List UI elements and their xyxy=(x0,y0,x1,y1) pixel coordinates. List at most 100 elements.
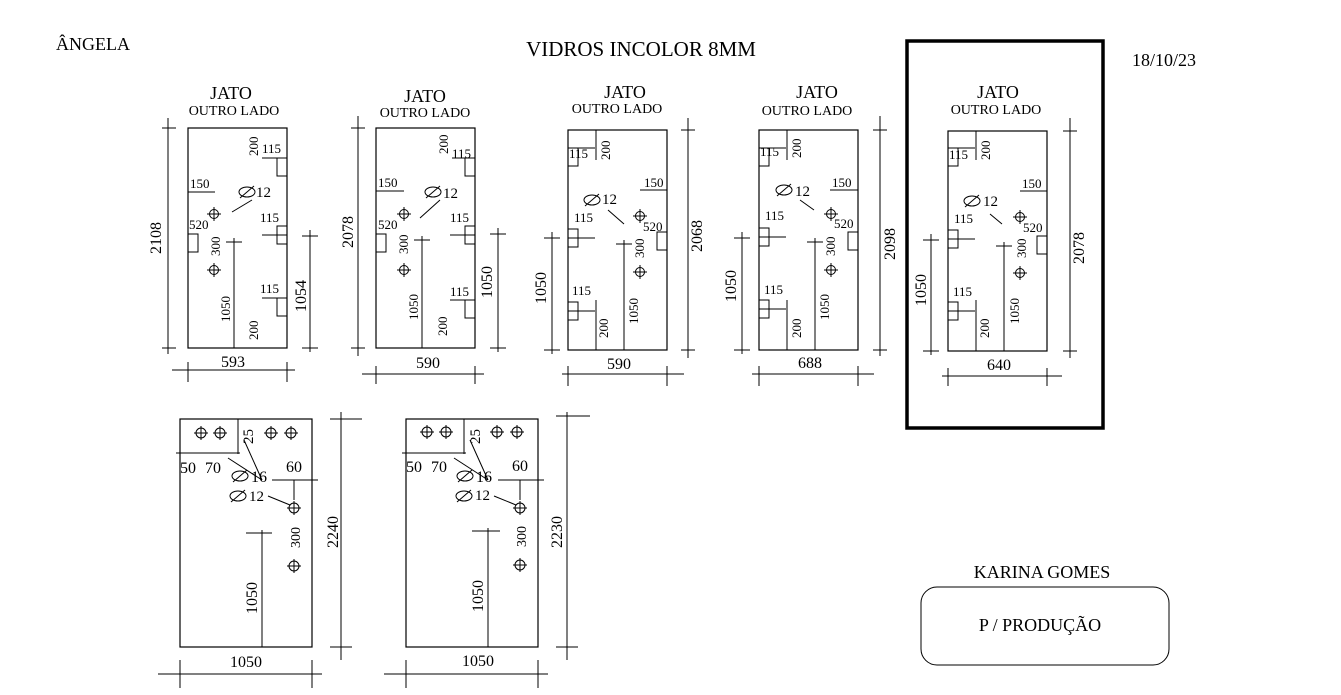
svg-text:70: 70 xyxy=(431,459,447,476)
svg-text:520: 520 xyxy=(1023,220,1043,235)
outro-lado-label: OUTRO LADO xyxy=(189,104,280,119)
height-dim: 2240 xyxy=(325,516,342,548)
svg-text:70: 70 xyxy=(205,460,221,477)
production-box xyxy=(920,586,1170,666)
svg-text:115: 115 xyxy=(949,147,968,162)
svg-text:115: 115 xyxy=(452,146,471,161)
highlight-frame xyxy=(905,39,1105,430)
svg-text:115: 115 xyxy=(569,146,588,161)
svg-text:12: 12 xyxy=(602,192,617,208)
side-dim: 1050 xyxy=(533,272,550,304)
panel-outline xyxy=(179,418,313,648)
svg-text:115: 115 xyxy=(764,282,783,297)
height-dim: 2068 xyxy=(689,220,706,252)
svg-text:60: 60 xyxy=(512,458,528,475)
width-dim: 1050 xyxy=(230,654,262,671)
svg-text:300: 300 xyxy=(396,235,411,255)
svg-text:520: 520 xyxy=(189,217,209,232)
jato-label: JATO xyxy=(796,82,838,102)
svg-text:16: 16 xyxy=(251,469,267,486)
svg-text:200: 200 xyxy=(977,319,992,339)
svg-text:115: 115 xyxy=(262,141,281,156)
svg-text:1050: 1050 xyxy=(1007,298,1022,324)
height-dim: 2230 xyxy=(549,516,566,548)
svg-text:1050: 1050 xyxy=(470,580,487,612)
side-dim: 1050 xyxy=(723,270,740,302)
svg-text:200: 200 xyxy=(789,139,804,159)
svg-text:300: 300 xyxy=(632,239,647,259)
svg-text:1050: 1050 xyxy=(626,298,641,324)
glass-panel-3: JATO OUTRO LADO 2068 590 1050 115 200 11… xyxy=(533,82,706,386)
svg-text:115: 115 xyxy=(450,284,469,299)
svg-text:1050: 1050 xyxy=(817,294,832,320)
side-dim: 1050 xyxy=(479,266,496,298)
svg-text:520: 520 xyxy=(378,217,398,232)
outro-lado-label: OUTRO LADO xyxy=(762,104,853,119)
panel-outline xyxy=(758,129,859,351)
production-label: P / PRODUÇÃO xyxy=(979,614,1101,635)
svg-text:115: 115 xyxy=(760,144,779,159)
height-dim: 2078 xyxy=(1071,232,1088,264)
jato-label: JATO xyxy=(210,83,252,103)
panel-outline xyxy=(187,127,288,349)
width-dim: 688 xyxy=(798,355,822,372)
svg-text:150: 150 xyxy=(1022,176,1042,191)
svg-text:1050: 1050 xyxy=(406,294,421,320)
svg-text:50: 50 xyxy=(406,459,422,476)
svg-text:25: 25 xyxy=(468,429,484,444)
svg-text:115: 115 xyxy=(954,211,973,226)
panel-outline xyxy=(947,130,1048,352)
svg-text:12: 12 xyxy=(249,489,264,505)
svg-text:1050: 1050 xyxy=(244,582,261,614)
svg-text:300: 300 xyxy=(208,237,223,257)
client-signature-name: KARINA GOMES xyxy=(974,562,1111,582)
svg-text:115: 115 xyxy=(953,284,972,299)
svg-text:115: 115 xyxy=(260,281,279,296)
svg-text:200: 200 xyxy=(246,137,261,157)
height-dim: 2078 xyxy=(340,216,357,248)
svg-text:50: 50 xyxy=(180,460,196,477)
panel-outline xyxy=(405,418,539,648)
svg-text:12: 12 xyxy=(983,194,998,210)
svg-text:1050: 1050 xyxy=(218,296,233,322)
outro-lado-label: OUTRO LADO xyxy=(951,103,1042,118)
svg-text:200: 200 xyxy=(789,319,804,339)
width-dim: 1050 xyxy=(462,653,494,670)
svg-text:300: 300 xyxy=(1014,239,1029,259)
glass-panel-5: JATO OUTRO LADO 2078 640 1050 115 200 11… xyxy=(913,82,1088,386)
svg-text:200: 200 xyxy=(596,319,611,339)
side-dim: 1054 xyxy=(293,280,310,312)
client-name: ÂNGELA xyxy=(56,33,130,54)
jato-label: JATO xyxy=(604,82,646,102)
svg-text:12: 12 xyxy=(795,184,810,200)
svg-text:115: 115 xyxy=(450,210,469,225)
svg-text:25: 25 xyxy=(241,429,257,444)
width-dim: 593 xyxy=(221,354,245,371)
svg-text:12: 12 xyxy=(443,186,458,202)
svg-text:12: 12 xyxy=(475,488,490,504)
svg-text:150: 150 xyxy=(378,175,398,190)
width-dim: 640 xyxy=(987,357,1011,374)
svg-text:200: 200 xyxy=(978,141,993,161)
glass-panel-2: JATO OUTRO LADO 2078 590 1050 115 200 11… xyxy=(340,86,506,384)
glass-panel-4: JATO OUTRO LADO 2098 688 1050 115 200 11… xyxy=(723,82,899,386)
svg-text:60: 60 xyxy=(286,459,302,476)
svg-text:115: 115 xyxy=(260,210,279,225)
svg-text:12: 12 xyxy=(256,185,271,201)
width-dim: 590 xyxy=(416,355,440,372)
height-dim: 2098 xyxy=(882,228,899,260)
svg-text:520: 520 xyxy=(643,219,663,234)
panel-outline xyxy=(375,127,476,349)
panel-outline xyxy=(567,129,668,351)
glass-panel-1: JATO OUTRO LADO 2108 593 1054 115 200 11… xyxy=(148,83,318,382)
outro-lado-label: OUTRO LADO xyxy=(380,106,471,121)
height-dim: 2108 xyxy=(148,222,165,254)
svg-text:200: 200 xyxy=(436,135,451,155)
svg-text:200: 200 xyxy=(598,141,613,161)
width-dim: 590 xyxy=(607,356,631,373)
jato-label: JATO xyxy=(977,82,1019,102)
svg-text:300: 300 xyxy=(289,527,304,548)
svg-text:200: 200 xyxy=(246,321,261,341)
outro-lado-label: OUTRO LADO xyxy=(572,102,663,117)
